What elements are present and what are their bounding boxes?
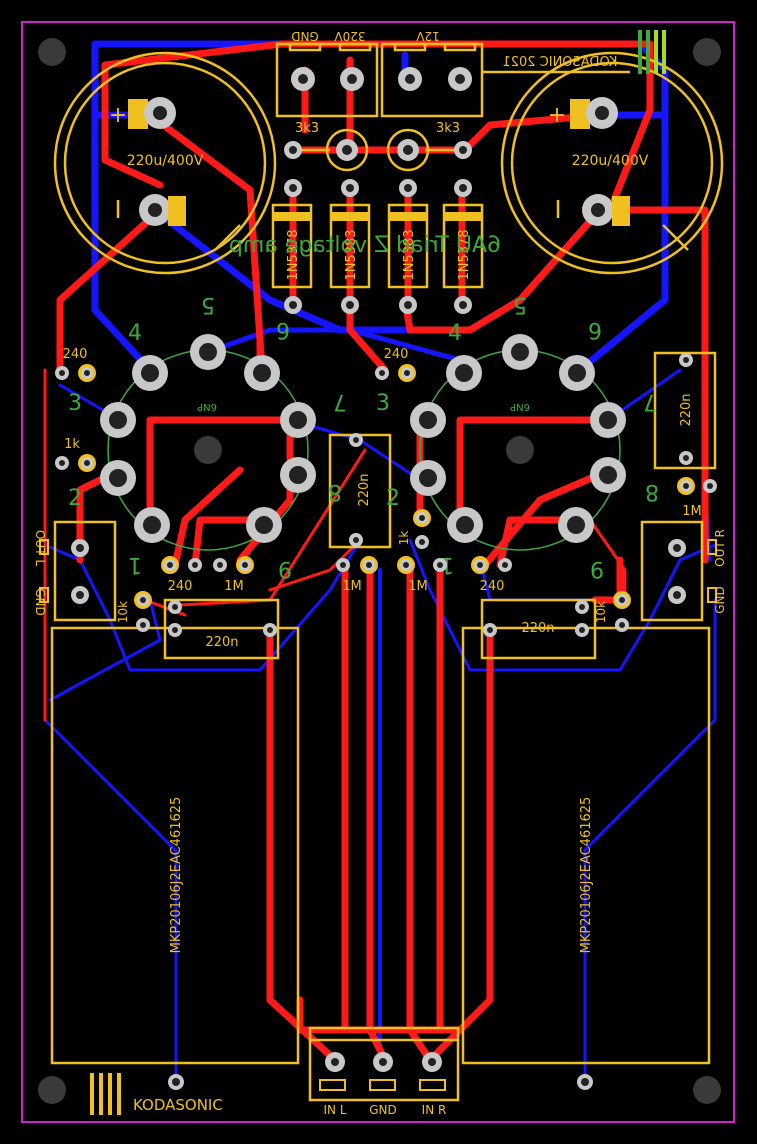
pin6-right: 6 [588,317,602,342]
pin4-left: 4 [128,321,142,346]
out-r-label: OUT R [713,529,727,567]
pin6-left: 6 [276,317,290,342]
cap-left-plus: + [109,103,127,128]
logo-top-icon [638,30,666,74]
zener3-label: 1N5383 [402,229,417,280]
r240-right-bottom: 240 [480,579,505,594]
out-r-connector [640,520,704,622]
out-r-gnd-label: GND [713,586,727,614]
r1m-far-right: 1M [682,504,702,519]
cap-220n-right-label: 220n [679,393,694,426]
pin8-left: 8 [328,479,342,504]
r1m-center-left: 1M [342,579,362,594]
silkscreen: GND 320V 12V 220u/400V 220u/400V + + 3k3… [33,29,727,1117]
in-gnd-label: GND [369,1103,397,1117]
pin7-right: 7 [643,389,657,414]
out-l-connector [53,520,117,622]
r3k3-left-label: 3k3 [295,121,319,136]
r1k-right-label: 1k [397,531,411,546]
pin8-right: 8 [645,479,659,504]
r1k-left-label: 1k [64,437,80,452]
cap-right-plus: + [548,103,566,128]
pin7-left: 7 [333,389,347,414]
tube-left-label: 6NP [197,401,217,412]
mkp-left-label: MKP20106J2EAC461625 [169,797,184,954]
r10k-right-label: 10k [594,601,608,623]
pin3-left: 3 [68,391,82,416]
terminal-block-12v [380,42,484,118]
board-outline [21,21,735,1123]
pads [55,67,717,1090]
r240-left-top: 240 [63,347,88,362]
brand-top-mirrored: KODASONIC 2021 [502,55,617,70]
logo-bottom-icon [90,1073,121,1115]
pin1-left: 1 [128,552,142,577]
r1m-center-right: 1M [408,579,428,594]
r3k3-right-label: 3k3 [436,121,460,136]
in-l-label: IN L [323,1103,346,1117]
cap-220n-center-label: 220n [357,473,372,506]
mounting-holes [38,38,721,1104]
input-connector [308,1026,460,1102]
r10k-left-label: 10k [116,601,130,623]
board-title-mirrored: 6AU Triad Z voltage amp [229,233,501,258]
cap-left-outline [53,51,277,275]
pin2-right: 2 [386,486,400,511]
pin9-left: 9 [278,556,292,581]
zener1-label: 1N5378 [286,229,301,280]
cap-right-outline [500,51,724,275]
cap-left-value: 220u/400V [127,153,204,169]
power-12v-label: 12V [415,29,439,43]
cap-220n-right-outline [653,351,717,470]
pin5-right: 5 [513,292,527,317]
zener4-label: 1N5378 [457,229,472,280]
out-l-label: OUT L [33,530,47,566]
cap-right-value: 220u/400V [572,153,649,169]
pin3-right: 3 [376,391,390,416]
pin5-left: 5 [201,292,215,317]
out-l-gnd-label: GND [33,588,47,616]
pin2-left: 2 [68,486,82,511]
zener2-label: 1N5383 [344,229,359,280]
tube-right-label: 6NP [510,401,530,412]
pin4-right: 4 [448,321,462,346]
r240-left-bottom: 240 [168,579,193,594]
brand-bottom: KODASONIC [133,1096,223,1114]
zeners [271,203,484,289]
pin9-right: 9 [590,556,604,581]
mkp-right-label: MKP20106J2EAC461625 [579,797,594,954]
power-320v-label: 320V [334,29,366,43]
power-gnd-label: GND [291,29,319,43]
doc-layer: 6AU Triad Z voltage amp 6NP 6NP 4 5 6 3 … [68,233,659,581]
cap-220n-bl-label: 220n [205,635,238,650]
r240-right-top: 240 [384,347,409,362]
terminal-block-320v [275,42,379,118]
in-r-label: IN R [422,1103,447,1117]
r1m-left-bottom: 1M [224,579,244,594]
